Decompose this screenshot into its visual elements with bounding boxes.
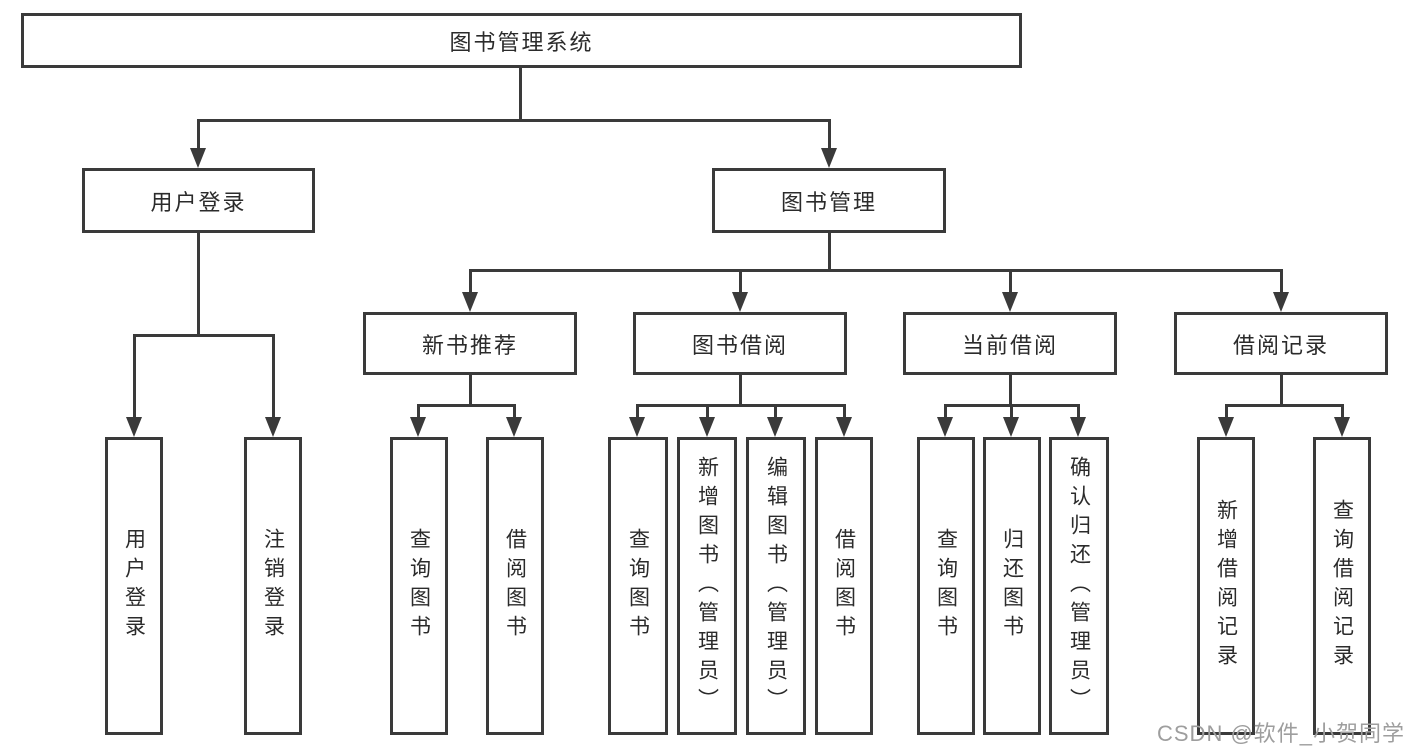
arrow-down-icon [1002, 292, 1018, 312]
arrow-down-icon [732, 292, 748, 312]
arrow-down-icon [190, 148, 206, 168]
node-user-login: 用户登录 [82, 168, 315, 233]
leaf-user-login: 用户登录 [105, 437, 163, 735]
arrow-down-icon [410, 417, 426, 437]
connector-drop [706, 404, 709, 420]
connector-drop [1077, 404, 1080, 420]
arrow-down-icon [1218, 417, 1234, 437]
arrow-down-icon [629, 417, 645, 437]
connector-split [1225, 404, 1343, 407]
connector-drop [774, 404, 777, 420]
arrow-down-icon [836, 417, 852, 437]
connector-split [417, 404, 515, 407]
leaf-logout: 注销登录 [244, 437, 302, 735]
node-new-book-recommend: 新书推荐 [363, 312, 577, 375]
arrow-down-icon [1273, 292, 1289, 312]
connector-drop [1280, 269, 1283, 295]
node-book-management: 图书管理 [712, 168, 946, 233]
node-borrow-records: 借阅记录 [1174, 312, 1388, 375]
arrow-down-icon [126, 417, 142, 437]
leaf-edit-book-admin: 编辑图书（管理员） [746, 437, 806, 735]
connector-drop [133, 334, 136, 419]
connector-drop [1010, 404, 1013, 420]
leaf-add-book-admin: 新增图书（管理员） [677, 437, 737, 735]
connector-stem [739, 375, 742, 406]
arrow-down-icon [767, 417, 783, 437]
connector-drop [828, 119, 831, 151]
arrow-down-icon [506, 417, 522, 437]
connector-bookmgmt-stem [828, 233, 831, 272]
arrow-down-icon [699, 417, 715, 437]
arrow-down-icon [821, 148, 837, 168]
watermark: CSDN @软件_小贺同学 [1157, 721, 1405, 746]
connector-bookmgmt-split [469, 269, 1282, 272]
connector-drop [417, 404, 420, 420]
leaf-query-books-current: 查询图书 [917, 437, 975, 735]
connector-root-stem [519, 68, 522, 121]
node-book-borrow: 图书借阅 [633, 312, 847, 375]
connector-drop [513, 404, 516, 420]
connector-drop [197, 119, 200, 151]
leaf-add-borrow-record: 新增借阅记录 [1197, 437, 1255, 735]
connector-drop [1341, 404, 1344, 420]
leaf-confirm-return-admin: 确认归还（管理员） [1049, 437, 1109, 735]
node-current-borrow: 当前借阅 [903, 312, 1117, 375]
connector-stem [1280, 375, 1283, 406]
connector-userlogin-split [133, 334, 274, 337]
arrow-down-icon [1334, 417, 1350, 437]
arrow-down-icon [462, 292, 478, 312]
connector-drop [944, 404, 947, 420]
connector-drop [636, 404, 639, 420]
leaf-query-books-borrow: 查询图书 [608, 437, 668, 735]
connector-split [636, 404, 844, 407]
connector-stem [1009, 375, 1012, 406]
connector-drop [272, 334, 275, 419]
connector-userlogin-stem [197, 233, 200, 336]
leaf-borrow-books: 借阅图书 [815, 437, 873, 735]
arrow-down-icon [1003, 417, 1019, 437]
leaf-return-book: 归还图书 [983, 437, 1041, 735]
arrow-down-icon [265, 417, 281, 437]
connector-drop [1009, 269, 1012, 295]
leaf-query-books-recommend: 查询图书 [390, 437, 448, 735]
connector-drop [843, 404, 846, 420]
arrow-down-icon [1070, 417, 1086, 437]
connector-drop [469, 269, 472, 295]
arrow-down-icon [937, 417, 953, 437]
connector-drop [739, 269, 742, 295]
connector-root-split [197, 119, 831, 122]
connector-drop [1225, 404, 1228, 420]
leaf-borrow-books-recommend: 借阅图书 [486, 437, 544, 735]
connector-stem [469, 375, 472, 406]
node-root: 图书管理系统 [21, 13, 1022, 68]
leaf-query-borrow-record: 查询借阅记录 [1313, 437, 1371, 735]
